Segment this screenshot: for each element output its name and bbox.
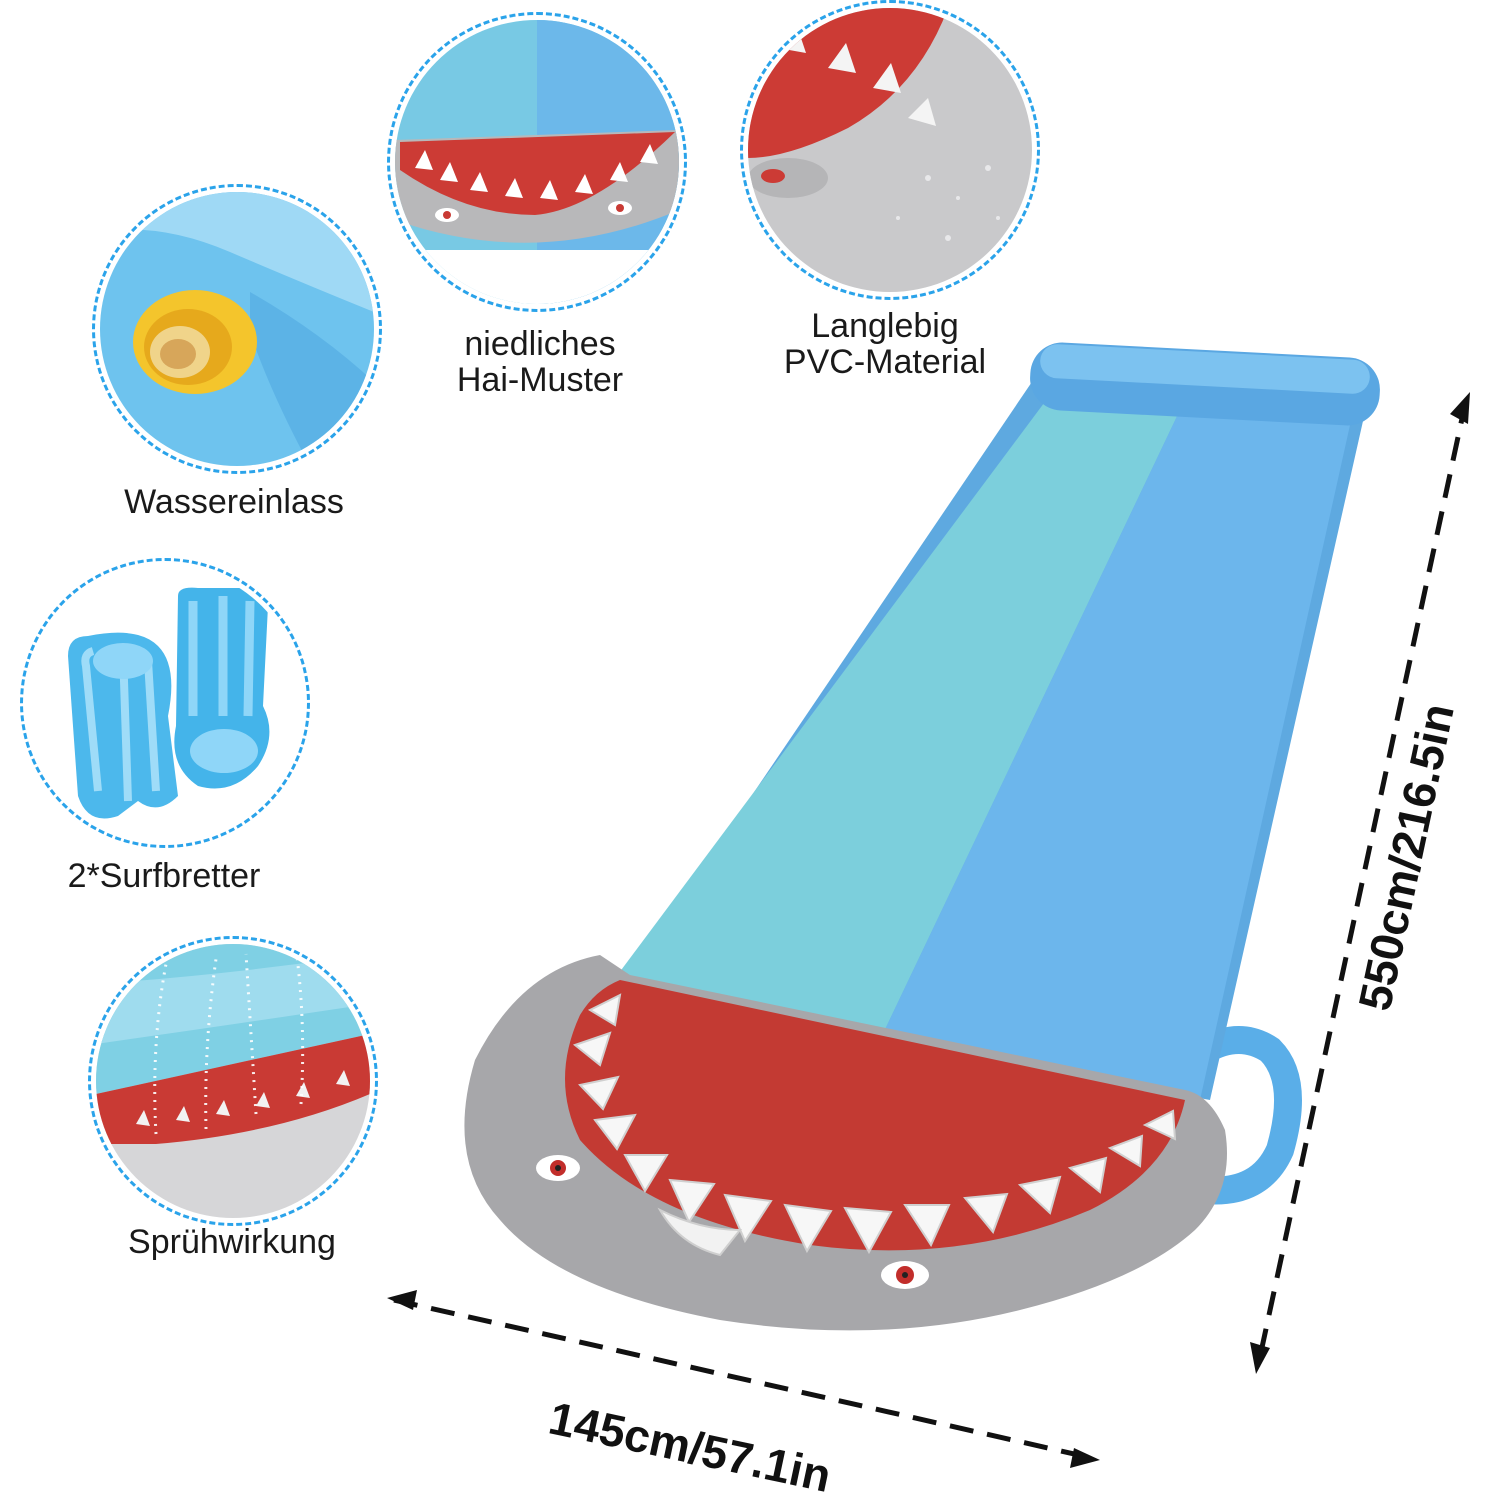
pvc-material-label: Langlebig PVC-Material xyxy=(765,308,1005,380)
pvc-material-line-2: PVC-Material xyxy=(783,343,987,381)
shark-eye-left xyxy=(536,1155,580,1181)
side-handle xyxy=(1191,1026,1302,1205)
pvc-material-photo xyxy=(748,8,1032,292)
spray-label: Sprühwirkung xyxy=(128,1223,336,1261)
dashed-ring xyxy=(92,184,382,474)
dashed-ring xyxy=(88,936,378,1226)
pvc-material-line-1: Langlebig xyxy=(811,307,959,345)
shark-pattern-label: niedliches Hai-Muster xyxy=(420,326,660,398)
spray-photo xyxy=(96,944,370,1218)
dashed-ring xyxy=(20,558,310,848)
water-inlet-label: Wassereinlass xyxy=(124,483,344,521)
dashed-ring xyxy=(387,12,687,312)
shark-pattern-line-1: niedliches xyxy=(464,325,616,363)
shark-eye-right xyxy=(881,1261,929,1289)
dashed-ring xyxy=(740,0,1040,300)
water-inlet-photo xyxy=(100,192,374,466)
shark-teeth xyxy=(572,993,1177,1255)
surfboards-photo xyxy=(28,566,302,840)
width-arrow xyxy=(387,1290,1100,1468)
length-arrow xyxy=(1250,392,1470,1374)
surfboards-label: 2*Surfbretter xyxy=(67,857,261,895)
shark-pattern-line-2: Hai-Muster xyxy=(456,361,624,399)
